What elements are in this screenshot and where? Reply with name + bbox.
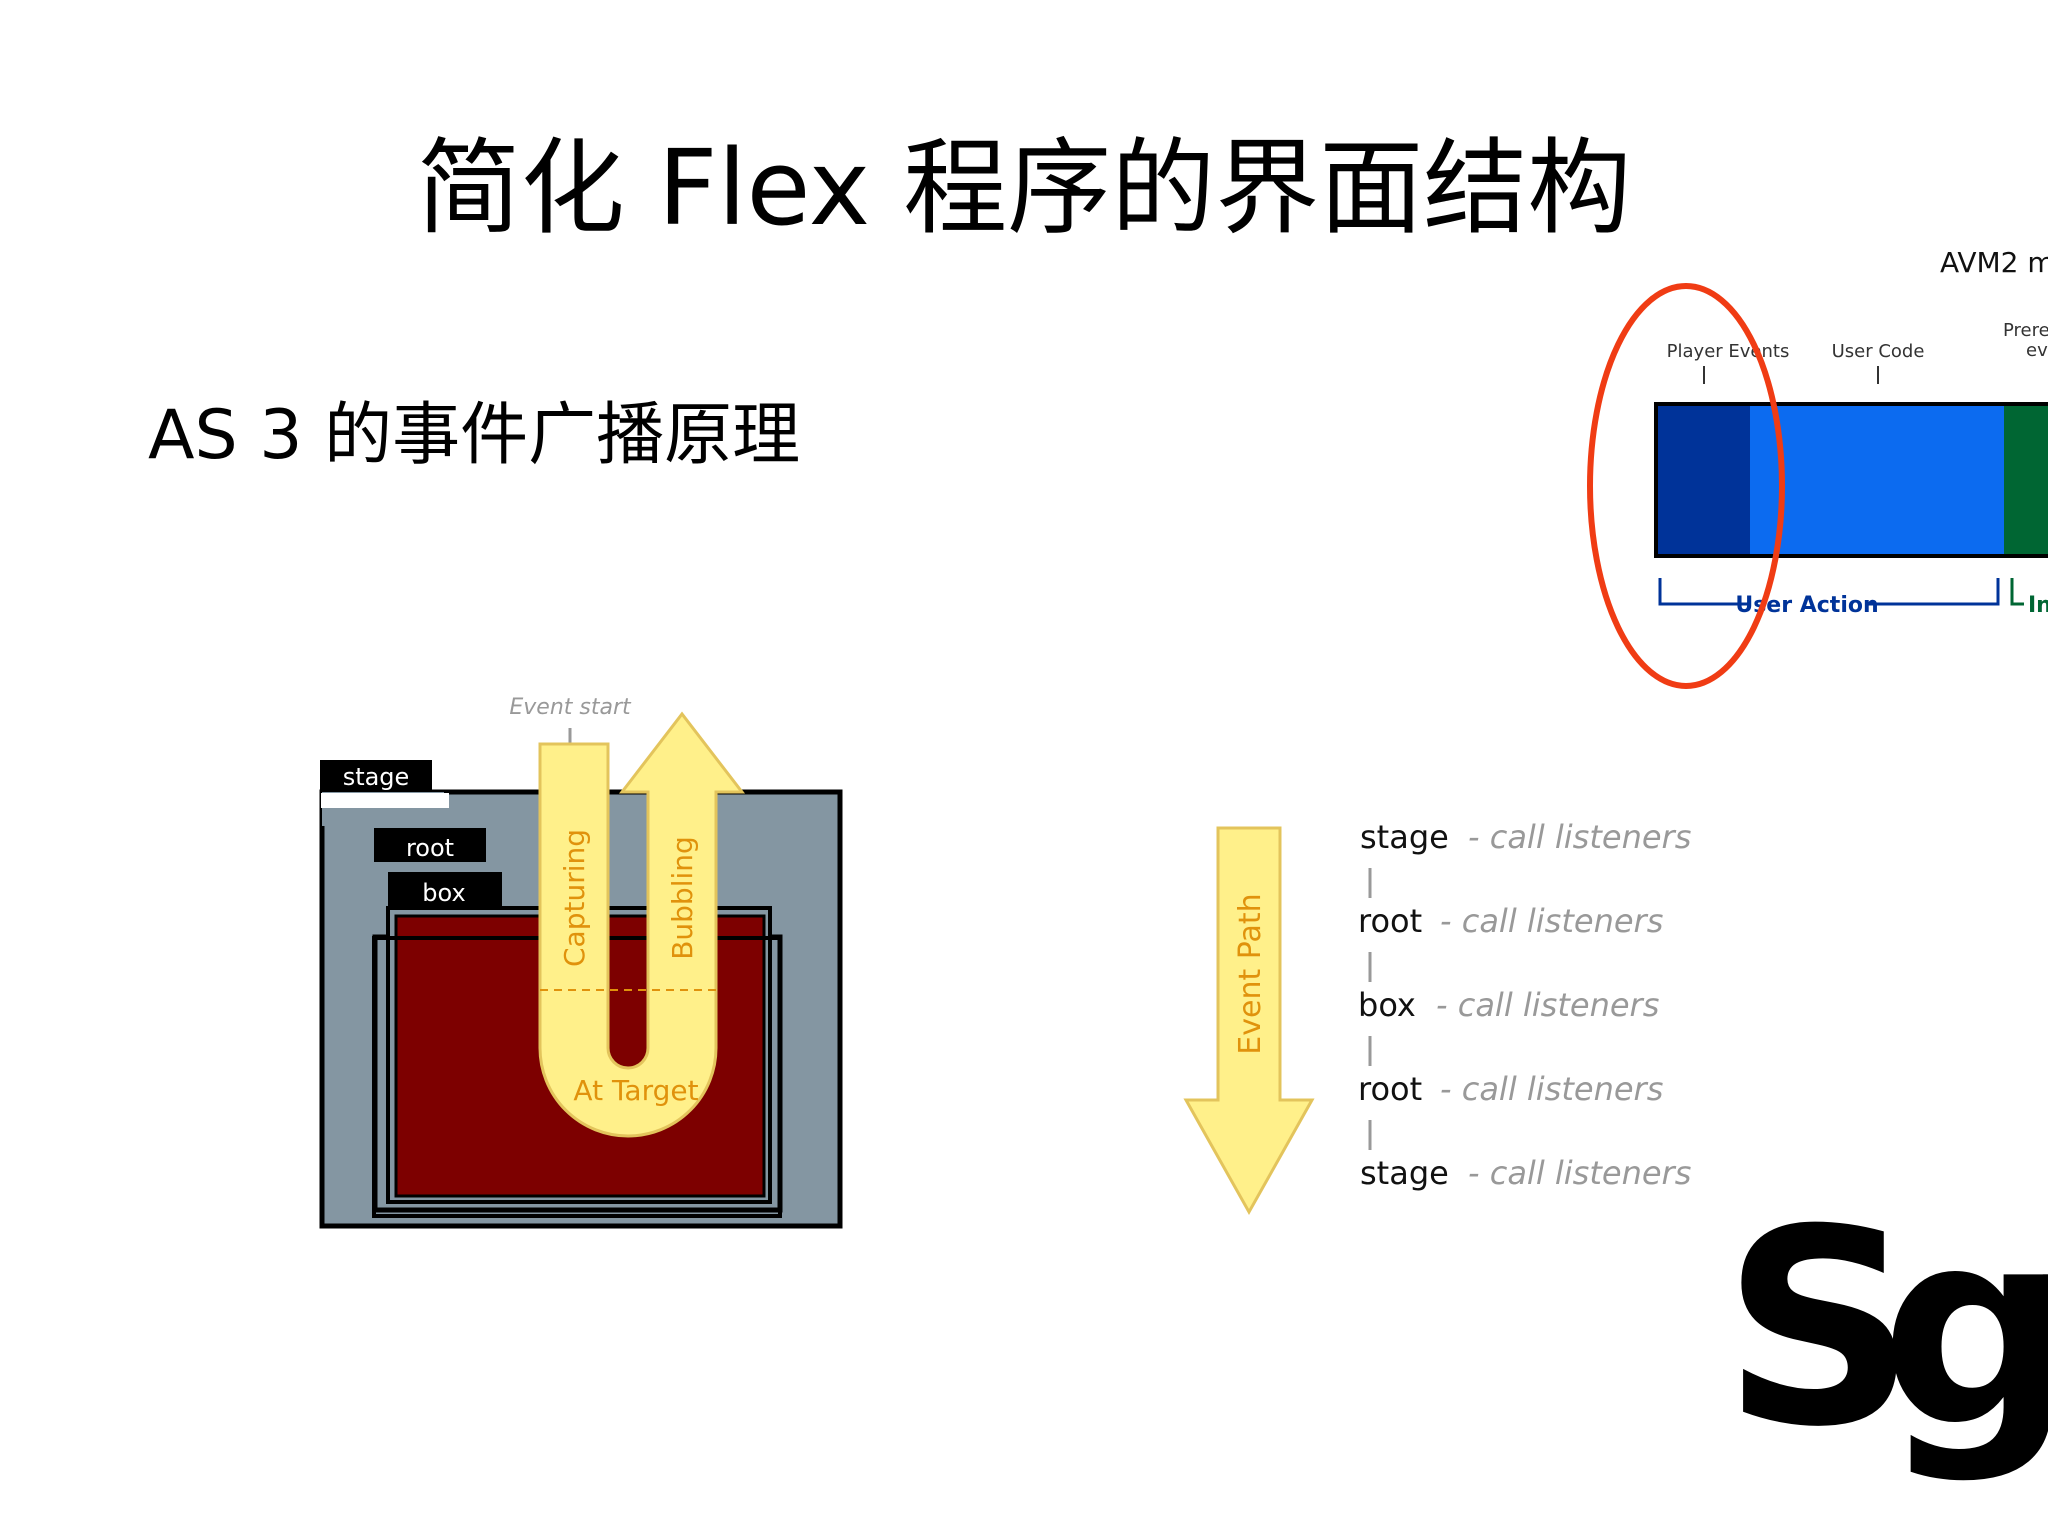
highlight-circle — [1587, 283, 1785, 689]
next-bracket-label: In — [2028, 593, 2048, 618]
prerender-label-line2: ev — [2026, 340, 2048, 361]
event-path-node: box — [1358, 986, 1416, 1024]
prerender-label-line1: Prere — [2003, 320, 2048, 341]
event-path-row: stage - call listeners — [1360, 1154, 1691, 1192]
box-tab — [388, 872, 502, 908]
event-path-action: - call listeners — [1468, 1154, 1691, 1192]
at-target-label: At Target — [573, 1074, 698, 1107]
event-path-row: root - call listeners — [1358, 902, 1663, 940]
stage-tab — [320, 760, 432, 792]
sgf-logo: Sgf — [1716, 1192, 2048, 1536]
user-code-segment — [1750, 406, 2004, 554]
event-path-node: stage — [1360, 818, 1449, 856]
avm2-title: AVM2 m — [1940, 246, 2048, 279]
logo-text: Sgf — [1722, 1192, 2048, 1486]
stage-tab-label: stage — [343, 763, 410, 791]
event-path-action: - call listeners — [1440, 1070, 1663, 1108]
root-tab-label: root — [406, 834, 454, 862]
user-code-label: User Code — [1832, 341, 1925, 362]
bubbling-label: Bubbling — [666, 836, 699, 960]
event-flow-diagram: stage root box Event start Capturing Bub… — [319, 695, 843, 1229]
event-path-node: root — [1358, 1070, 1422, 1108]
event-start-label: Event start — [509, 695, 632, 720]
prerender-segment — [2004, 406, 2048, 554]
root-tab — [374, 828, 486, 862]
capturing-label: Capturing — [558, 829, 591, 967]
slide-subtitle: AS 3 的事件广播原理 — [148, 396, 801, 475]
event-path-action: - call listeners — [1440, 902, 1663, 940]
avm2-timeline-diagram: AVM2 m Player Events User Code Prere ev … — [1587, 246, 2048, 689]
event-path-arrow — [1183, 826, 1315, 1216]
player-events-label: Player Events — [1667, 341, 1790, 362]
event-path-label: Event Path — [1233, 893, 1268, 1054]
slide-title: 简化 Flex 程序的界面结构 — [416, 127, 1632, 249]
event-path-row: root - call listeners — [1358, 1070, 1663, 1108]
event-path-row: stage - call listeners — [1360, 818, 1691, 856]
event-path-diagram: Event Path stage - call listeners root -… — [1183, 818, 1691, 1216]
event-path-node: root — [1358, 902, 1422, 940]
event-path-action: - call listeners — [1436, 986, 1659, 1024]
player-events-segment — [1658, 406, 1750, 554]
event-path-node: stage — [1360, 1154, 1449, 1192]
capture-bubble-arrow — [538, 711, 746, 1138]
event-path-action: - call listeners — [1468, 818, 1691, 856]
box-tab-label: box — [422, 879, 465, 907]
event-path-row: box - call listeners — [1358, 986, 1659, 1024]
